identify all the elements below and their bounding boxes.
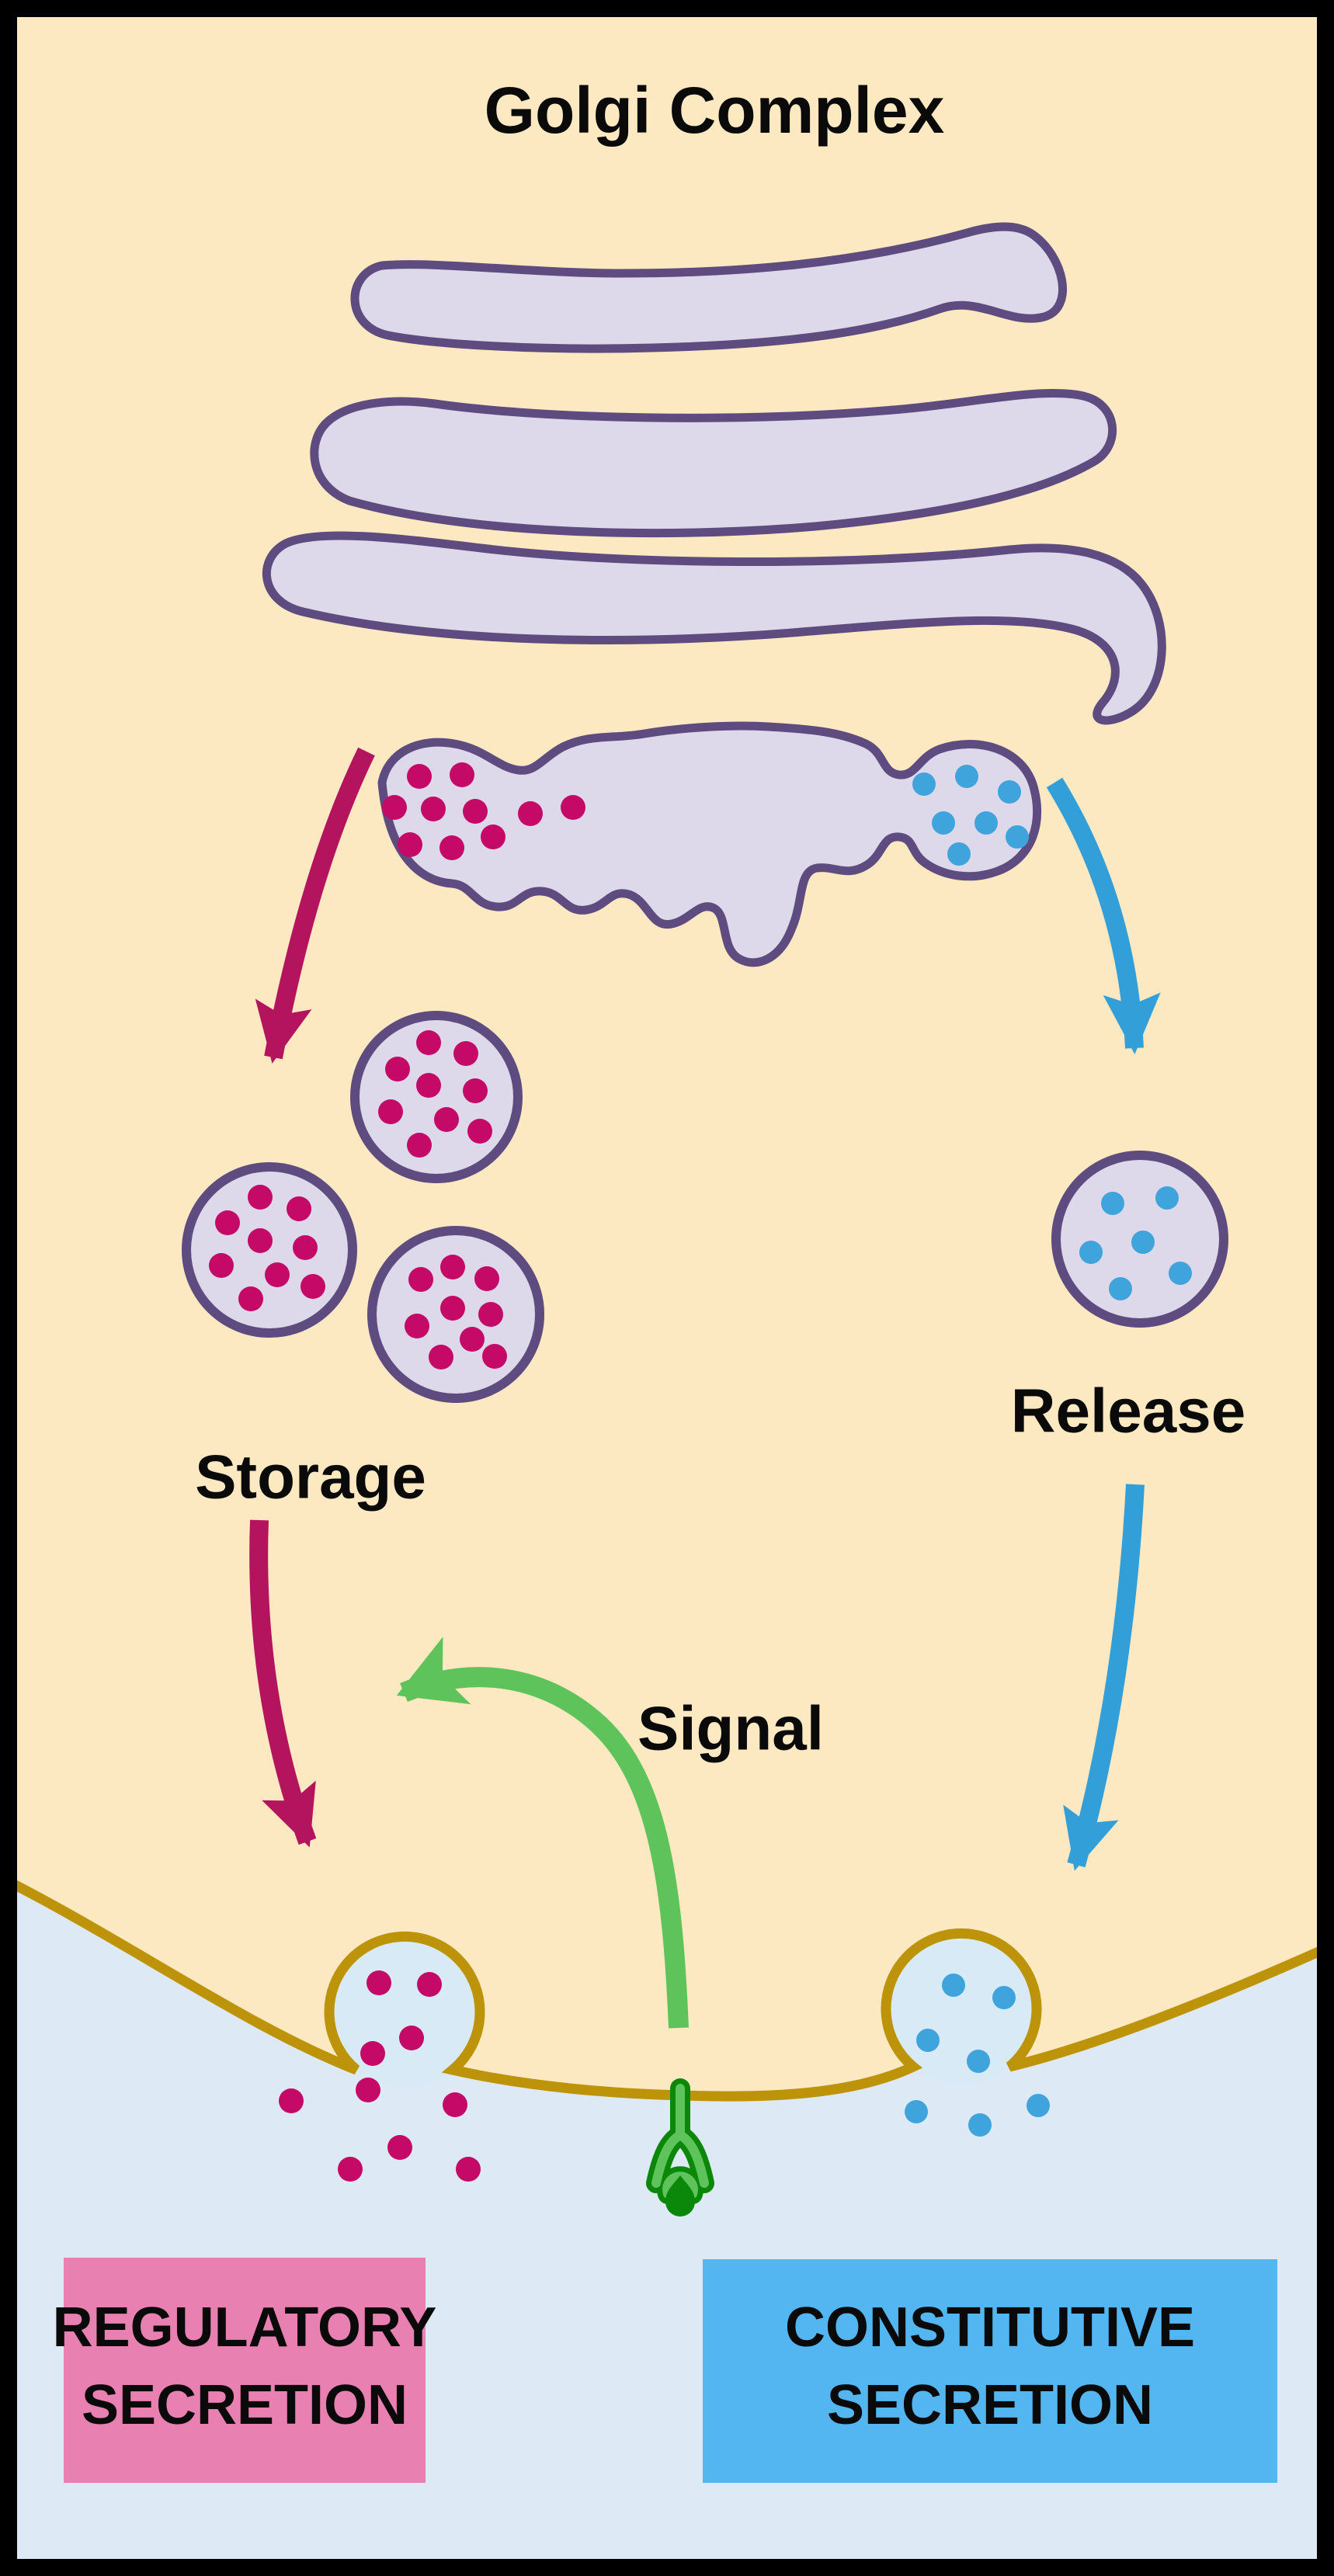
signal-ligand-icon [665, 2175, 695, 2217]
golgi-cisterna-middle [310, 389, 1117, 538]
regulatory-secretion-line1: REGULATORY [53, 2297, 437, 2359]
trans-golgi-network [377, 721, 1042, 967]
constitutive-secretion-line2: SECRETION [827, 2374, 1153, 2436]
storage-granule [182, 1162, 357, 1338]
regulatory-secretion-line2: SECRETION [82, 2374, 408, 2436]
storage-granule [350, 1011, 523, 1183]
constitutive-pathway-arrow-top [1046, 777, 1161, 1054]
constitutive-pathway-arrow-bottom [1063, 1484, 1145, 1871]
diagram-title: Golgi Complex [485, 74, 945, 147]
regulated-secreted-dots [279, 1970, 481, 2182]
signal-label: Signal [637, 1694, 824, 1763]
constitutive-secretion-box: CONSTITUTIVE SECRETION [703, 2259, 1277, 2483]
constitutive-secretion-line1: CONSTITUTIVE [785, 2297, 1195, 2359]
storage-label: Storage [195, 1442, 426, 1512]
regulated-cargo-dots-golgi [382, 762, 585, 860]
release-label: Release [1011, 1377, 1245, 1446]
signal-arrow [396, 1637, 689, 2029]
regulatory-secretion-box: REGULATORY SECRETION [53, 2258, 437, 2483]
constitutive-secreted-dots [905, 1974, 1050, 2137]
storage-granule [367, 1226, 544, 1403]
storage-granules [182, 1011, 544, 1403]
golgi-cisterna-bottom [262, 531, 1166, 725]
constitutive-release-vesicle [1051, 1151, 1228, 1328]
golgi-cisterna-top [350, 222, 1067, 353]
regulated-pathway-arrow-bottom [249, 1519, 317, 1848]
constitutive-cargo-dots-golgi [912, 765, 1029, 866]
regulated-pathway-arrow-top [255, 747, 375, 1064]
golgi-complex [262, 222, 1166, 967]
